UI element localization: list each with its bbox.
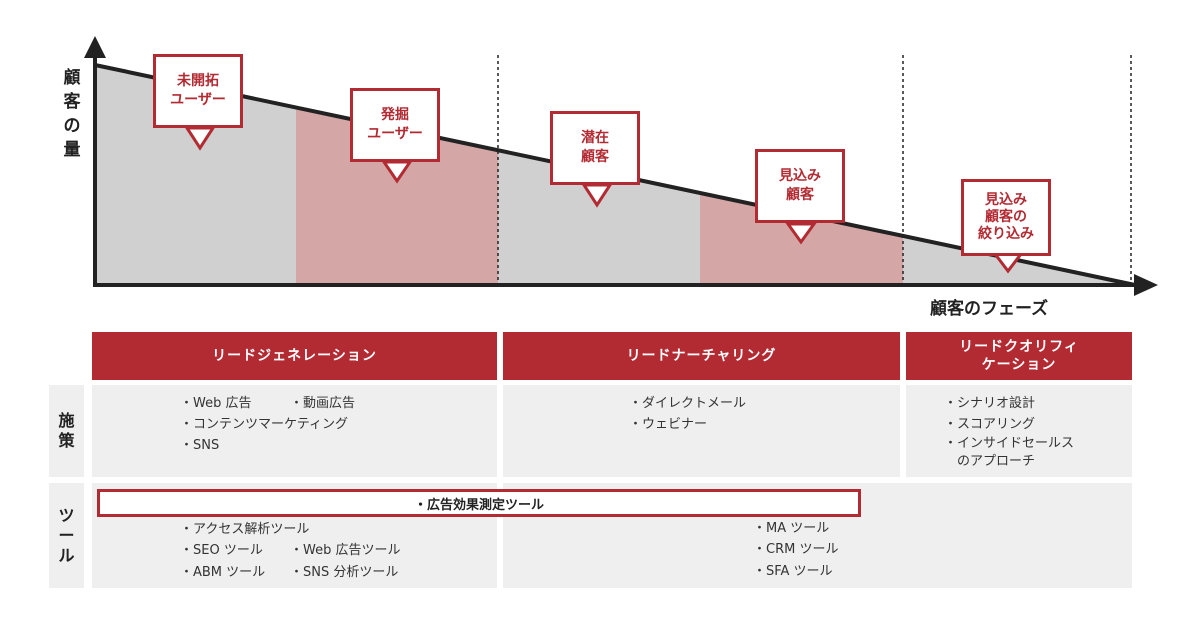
callout-discovered: 発掘 ユーザー xyxy=(350,88,440,162)
y-axis-label: 顧客の量 xyxy=(63,68,81,160)
list-item: ・MA ツール xyxy=(753,521,830,536)
list-item: ・動画広告 xyxy=(290,396,356,411)
list-item: ・CRM ツール xyxy=(753,542,839,557)
row-label-measures: 施 策 xyxy=(49,385,84,477)
list-item: ・インサイドセールス のアプローチ xyxy=(944,436,1075,469)
list-item: ・SFA ツール xyxy=(753,564,833,579)
list-item: ・ウェビナー xyxy=(629,417,708,432)
list-item: ・SEO ツール xyxy=(180,543,263,558)
phase-lead-nurturing: リードナーチャリング xyxy=(503,332,900,380)
list-item: ・ダイレクトメール xyxy=(629,396,747,411)
zone-unexplored xyxy=(95,65,296,285)
measures-qual-cell: ・シナリオ設計 ・スコアリング ・インサイドセールス のアプローチ xyxy=(906,385,1132,477)
list-item: ・SNS xyxy=(180,438,220,453)
zone-discovered xyxy=(296,107,498,285)
list-item: ・スコアリング xyxy=(944,417,1036,432)
x-axis-arrow-icon xyxy=(1134,274,1158,296)
y-axis-arrow-icon xyxy=(84,36,106,58)
list-item: ・Web 広告ツール xyxy=(290,543,401,558)
measures-nurture-cell: ・ダイレクトメール ・ウェビナー xyxy=(503,385,900,477)
list-item: ・ABM ツール xyxy=(180,565,266,580)
callout-prospect: 見込み 顧客 xyxy=(755,149,845,223)
callout-potential: 潜在 顧客 xyxy=(550,111,640,185)
list-item: ・SNS 分析ツール xyxy=(290,565,399,580)
callout-unexplored: 未開拓 ユーザー xyxy=(153,54,243,128)
x-axis-label: 顧客のフェーズ xyxy=(930,299,1049,319)
list-item: ・アクセス解析ツール xyxy=(180,522,310,537)
measures-gen-cell: ・Web 広告 ・動画広告 ・コンテンツマーケティング ・SNS xyxy=(92,385,497,477)
shared-tool-banner: ・広告効果測定ツール xyxy=(97,489,861,517)
phase-dividers xyxy=(497,55,1132,285)
list-item: ・Web 広告 xyxy=(180,396,252,411)
callout-qualified: 見込み 顧客の 絞り込み xyxy=(961,179,1051,256)
list-item: ・コンテンツマーケティング xyxy=(180,417,348,432)
phase-lead-generation: リードジェネレーション xyxy=(92,332,497,380)
phase-lead-qualification: リードクオリフィ ケーション xyxy=(906,332,1132,380)
row-label-tools: ツ ー ル xyxy=(49,483,84,588)
list-item: ・シナリオ設計 xyxy=(944,396,1036,411)
